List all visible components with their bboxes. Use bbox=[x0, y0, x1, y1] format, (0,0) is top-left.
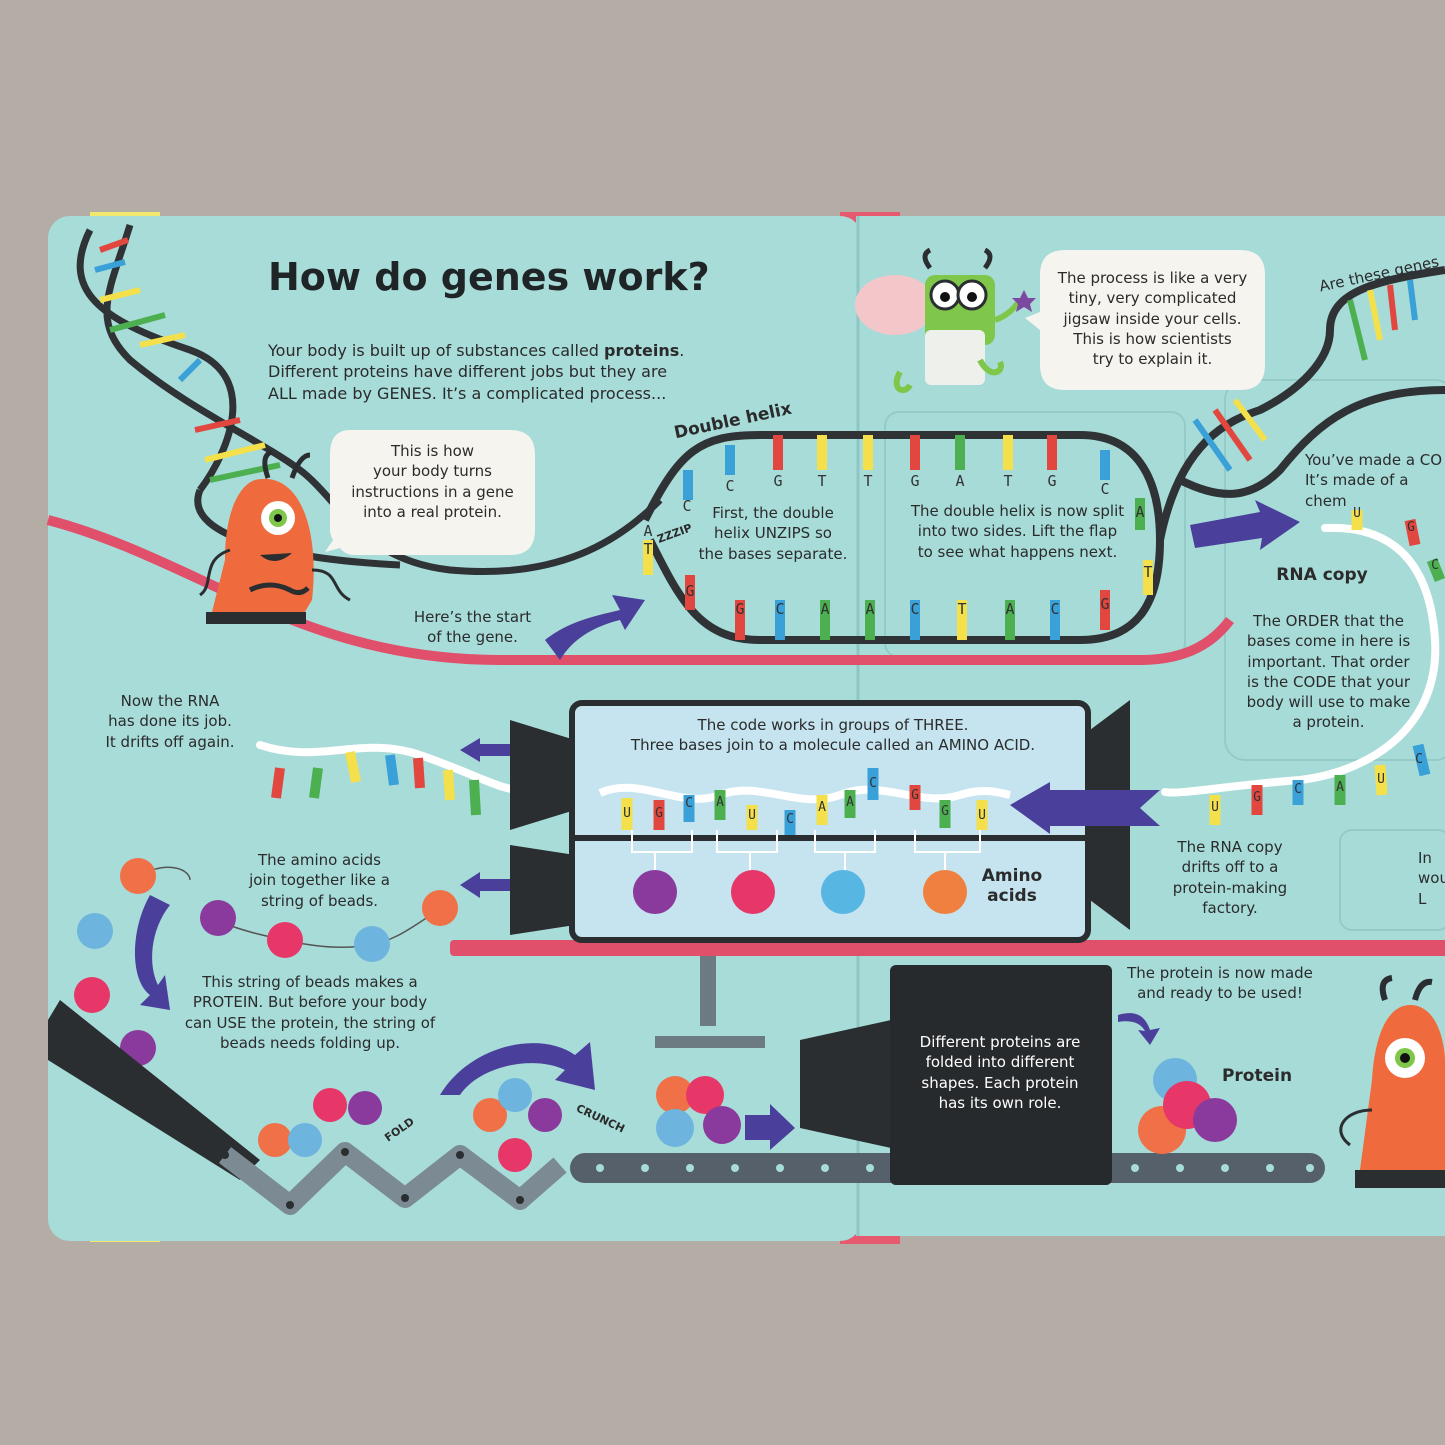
codon-letter: A bbox=[846, 795, 854, 810]
base-letter: A bbox=[1135, 503, 1145, 521]
base-letter: C bbox=[1100, 480, 1110, 498]
bubble-right-text: The process is like a very tiny, very co… bbox=[1057, 269, 1248, 368]
text-factory: The RNA copy drifts off to a protein-mak… bbox=[1172, 838, 1288, 917]
base-letter: T bbox=[863, 472, 873, 490]
base-letter: T bbox=[957, 600, 967, 618]
base-letter: A bbox=[1005, 600, 1015, 618]
flap-dark bbox=[890, 965, 1112, 1185]
codon-letter: U bbox=[748, 808, 756, 823]
dna-helix-right bbox=[1156, 266, 1445, 541]
base-letter: A bbox=[820, 600, 830, 618]
codon-rungs bbox=[621, 768, 988, 835]
speech-bubble-left bbox=[325, 430, 535, 555]
base-letter: T bbox=[1003, 472, 1013, 490]
flap-outline bbox=[1224, 379, 1445, 761]
purple-arrows bbox=[135, 500, 1300, 1150]
helix-rungs-top bbox=[683, 435, 1145, 530]
base-letter: A bbox=[865, 600, 875, 618]
rna-letter: G bbox=[1407, 520, 1415, 535]
rna-letter: U bbox=[1353, 506, 1361, 521]
rna-letter: C bbox=[1415, 752, 1423, 767]
base-letter: A bbox=[955, 472, 965, 490]
text-unzips: First, the double helix UNZIPS so the ba… bbox=[698, 504, 848, 563]
rna-left-bases bbox=[271, 751, 481, 816]
scientist-bug bbox=[855, 247, 1036, 394]
bead-string bbox=[74, 858, 458, 1066]
codon-letter: A bbox=[818, 800, 826, 815]
intro-paragraph: Your body is built up of substances call… bbox=[268, 318, 788, 404]
label-amino-acids: Amino acids bbox=[981, 866, 1043, 907]
rna-curve-right bbox=[1161, 523, 1440, 797]
codon-letter: G bbox=[655, 806, 663, 821]
rna-letter: G bbox=[1253, 790, 1261, 805]
codon-letter: G bbox=[941, 804, 949, 819]
cut-text-right-mid: In wou L bbox=[1418, 849, 1445, 908]
text-beads: The amino acids join together like a str… bbox=[249, 851, 390, 910]
text-protein-made: The protein is now made and ready to be … bbox=[1127, 964, 1313, 1003]
base-letter: A bbox=[643, 522, 653, 540]
base-letter: T bbox=[817, 472, 827, 490]
intro-text-end: . Different proteins have different jobs… bbox=[268, 340, 685, 403]
codon-letter: C bbox=[685, 796, 693, 811]
rna-letter: U bbox=[1377, 772, 1385, 787]
pink-rail-top bbox=[46, 515, 1234, 665]
codon-letter: C bbox=[786, 812, 794, 827]
cut-text-copy: You’ve made a CO It’s made of a chem bbox=[1305, 451, 1443, 510]
pink-rail-bottom bbox=[450, 940, 1445, 956]
base-letter: G bbox=[910, 472, 920, 490]
folded-protein bbox=[1138, 1058, 1237, 1154]
text-start-of-gene: Here’s the start of the gene. bbox=[413, 608, 532, 647]
label-protein: Protein bbox=[1221, 1066, 1293, 1086]
intro-bold-proteins: proteins bbox=[604, 340, 680, 360]
folding-conveyor bbox=[48, 1000, 741, 1215]
codon-letter: U bbox=[623, 806, 631, 821]
codon-letter: G bbox=[911, 788, 919, 803]
dna-rungs-left bbox=[94, 237, 281, 483]
rna-letter: C bbox=[1294, 782, 1302, 797]
base-letter: C bbox=[775, 600, 785, 618]
bubble-left-text: This is how your body turns instructions… bbox=[351, 442, 514, 521]
base-letter: G bbox=[685, 582, 695, 600]
monster-left bbox=[199, 449, 351, 624]
text-rna-done: Now the RNA has done its job. It drifts … bbox=[105, 692, 235, 751]
base-letter: G bbox=[1047, 472, 1057, 490]
page-title: How do genes work? bbox=[268, 255, 710, 299]
dna-helix-right-2 bbox=[1178, 386, 1445, 498]
text-split: The double helix is now split into two s… bbox=[910, 502, 1125, 561]
rna-strand-left bbox=[256, 741, 524, 794]
helix-rungs-bottom bbox=[643, 540, 1153, 640]
protein-factory bbox=[510, 700, 1130, 1150]
dna-rungs-right bbox=[1192, 279, 1418, 472]
speech-bubble-right bbox=[1025, 250, 1265, 390]
base-letter: C bbox=[682, 497, 692, 515]
base-letter: G bbox=[1100, 595, 1110, 613]
text-fold: This string of beads makes a PROTEIN. Bu… bbox=[184, 973, 436, 1052]
base-letter: T bbox=[643, 540, 653, 558]
rna-letter: A bbox=[1336, 780, 1344, 795]
base-letter: C bbox=[725, 477, 735, 495]
label-rna-copy: RNA copy bbox=[1276, 565, 1368, 585]
flap-outline bbox=[1339, 829, 1445, 931]
rna-letter: C bbox=[1431, 558, 1439, 573]
base-letter: C bbox=[910, 600, 920, 618]
base-letter: C bbox=[1050, 600, 1060, 618]
intro-text-start: Your body is built up of substances call… bbox=[268, 340, 605, 360]
codon-letter: A bbox=[716, 795, 724, 810]
rna-letter: U bbox=[1211, 800, 1219, 815]
base-letter: T bbox=[1143, 563, 1153, 581]
monster-right bbox=[1339, 975, 1445, 1188]
rna-copy-rungs bbox=[1209, 510, 1445, 825]
text-order: The ORDER that the bases come in here is… bbox=[1246, 612, 1411, 732]
flap-text: Different proteins are folded into diffe… bbox=[919, 1033, 1081, 1112]
codon-letter: C bbox=[869, 776, 877, 791]
text-code: The code works in groups of THREE. Three… bbox=[630, 716, 1036, 755]
codon-letter: U bbox=[978, 808, 986, 823]
base-letter: G bbox=[773, 472, 783, 490]
base-letter: G bbox=[735, 600, 745, 618]
